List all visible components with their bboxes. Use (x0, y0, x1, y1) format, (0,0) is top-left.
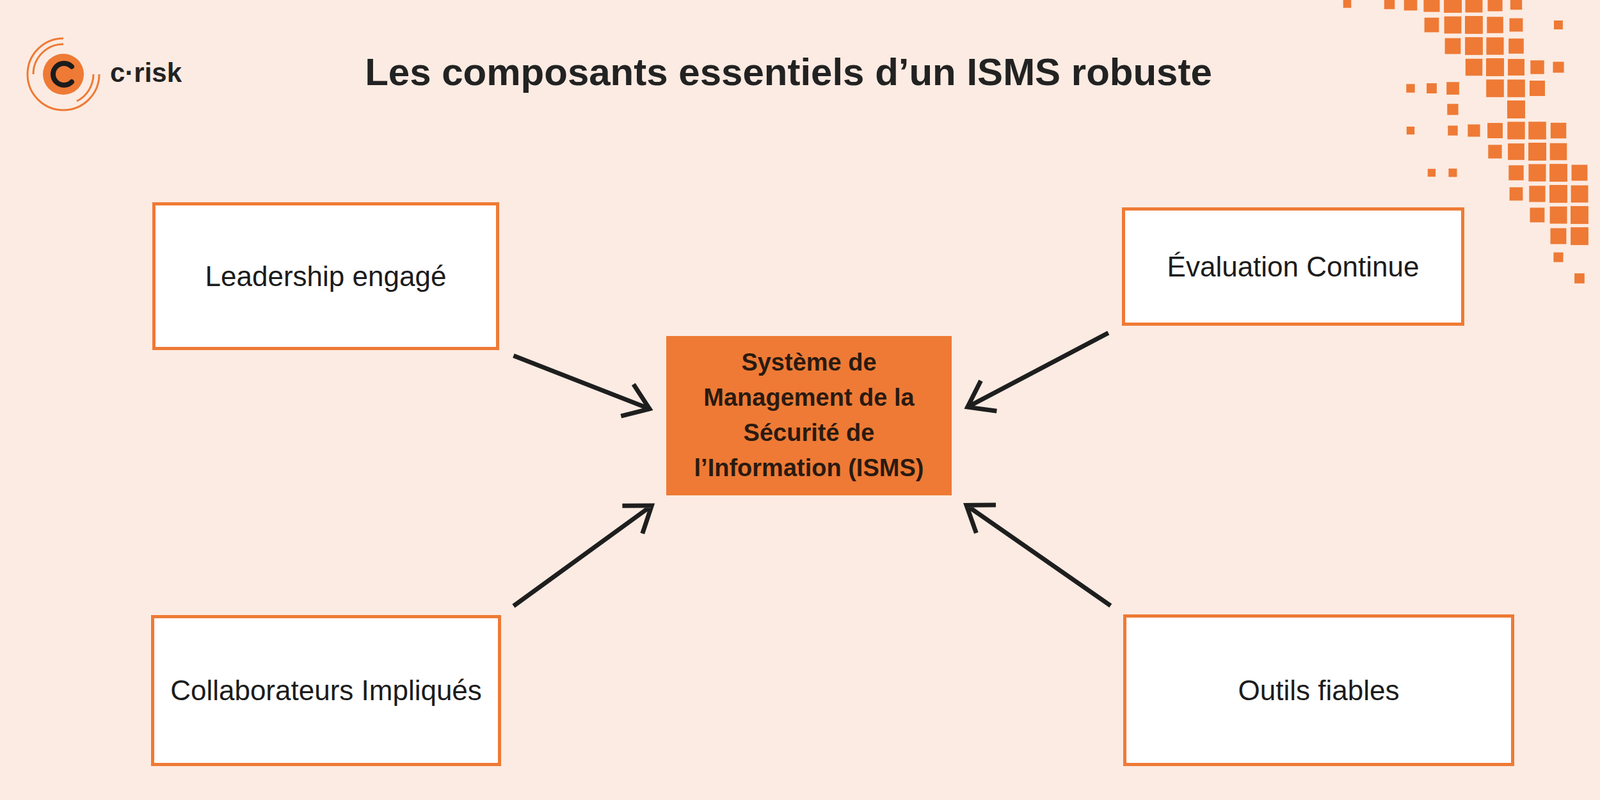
pixel-square (1528, 121, 1547, 140)
pixel-square (1550, 228, 1567, 245)
pixel-square (1570, 227, 1589, 246)
pixel-square (1406, 126, 1415, 135)
pixel-square (1508, 38, 1524, 54)
arrow-line (513, 505, 652, 607)
pixel-square (1486, 58, 1504, 77)
pixel-square (1549, 184, 1568, 203)
component-box: Collaborateurs Impliqués (151, 615, 502, 767)
component-box: Leadership engagé (152, 202, 500, 351)
arrow-line (513, 355, 650, 416)
arrow-line (967, 332, 1109, 411)
pixel-square (1507, 79, 1526, 98)
pixel-square (1465, 58, 1483, 77)
pixel-square (1423, 0, 1440, 13)
pixel-square (1507, 58, 1525, 76)
pixel-square (1424, 17, 1440, 33)
pixel-square (1528, 185, 1545, 202)
pixel-square (1530, 208, 1545, 223)
pixel-square (1571, 165, 1588, 182)
pixel-square (1553, 20, 1563, 30)
pixel-square (1443, 0, 1462, 13)
pixel-square (1426, 83, 1437, 94)
pixel-square (1486, 79, 1504, 98)
pixel-square (1529, 80, 1545, 96)
pixel-square (1528, 163, 1546, 182)
box-text: Évaluation Continue (1167, 250, 1420, 283)
pixel-square (1507, 143, 1525, 160)
pixel-square (1444, 16, 1462, 34)
pixel-square (1447, 125, 1458, 136)
pixel-square (1447, 103, 1458, 115)
pixel-square (1507, 100, 1526, 119)
component-box: Évaluation Continue (1121, 207, 1465, 326)
box-text: Collaborateurs Impliqués (170, 674, 482, 707)
pixel-square (1488, 144, 1502, 159)
arrow-connector (513, 355, 650, 416)
pixel-square (1487, 122, 1503, 139)
brand-name: c·risk (110, 57, 182, 89)
pixel-square (1448, 168, 1457, 177)
arrow-connector (967, 332, 1109, 411)
component-box: Outils fiables (1123, 614, 1515, 767)
pixel-square (1571, 185, 1589, 203)
pixel-square (1570, 206, 1589, 224)
pixel-square (1486, 37, 1504, 55)
pixel-square (1465, 0, 1483, 13)
pixel-square (1486, 16, 1504, 34)
pixel-square (1528, 142, 1547, 161)
pixel-square (1445, 38, 1462, 55)
pixel-square (1550, 143, 1568, 161)
pixel-square (1406, 83, 1415, 93)
pixel-square (1508, 165, 1524, 180)
pixel-square (1427, 168, 1436, 177)
pixel-square (1464, 16, 1483, 34)
pixel-square (1467, 124, 1480, 137)
box-text: Leadership engagé (205, 260, 447, 293)
box-text: Outils fiables (1238, 674, 1400, 707)
central-box: Système de Management de la Sécurité de … (666, 336, 952, 496)
pixel-square (1464, 37, 1483, 56)
pixel-square (1488, 0, 1503, 12)
box-text: Système de Management de la Sécurité de … (675, 344, 943, 486)
pixel-square (1510, 0, 1522, 10)
pixel-square (1530, 60, 1544, 74)
pixel-square (1446, 81, 1460, 95)
arrow-connector (966, 504, 1111, 606)
pixel-square (1507, 121, 1525, 139)
arrow-line (966, 504, 1111, 606)
pixel-square (1549, 163, 1568, 182)
pixel-square (1384, 0, 1396, 9)
pixel-square (1509, 18, 1524, 32)
pixel-square (1404, 0, 1418, 11)
pixel-square (1550, 122, 1567, 139)
pixel-square (1574, 273, 1585, 284)
arrow-connector (513, 505, 652, 607)
title: Les composants essentiels d’un ISMS robu… (0, 49, 1577, 95)
logo-icon (27, 38, 100, 111)
pixel-square (1509, 187, 1524, 201)
pixel-square (1550, 206, 1568, 224)
pixel-square (1343, 0, 1352, 8)
pixel-square (1553, 252, 1563, 262)
pixel-square (1553, 62, 1565, 73)
